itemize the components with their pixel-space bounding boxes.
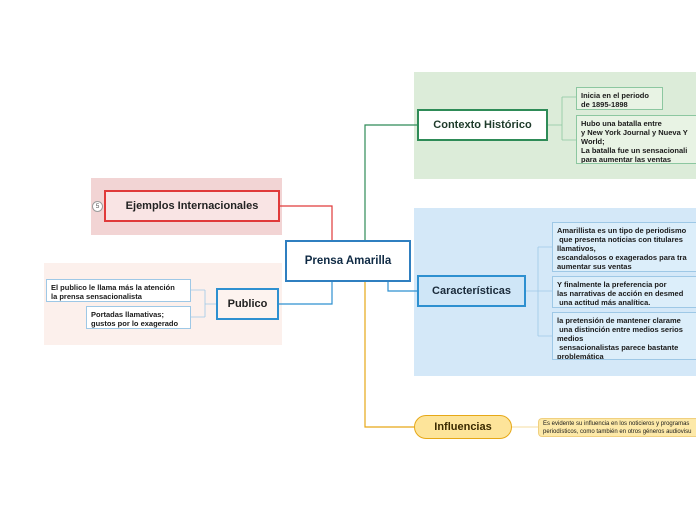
leaf-publico-portadas[interactable]: Portadas llamativas; gustos por lo exage… (86, 306, 191, 329)
connector-contexto-leaves (548, 96, 576, 141)
branch-contexto-historico[interactable]: Contexto Histórico (417, 109, 548, 141)
leaf-contexto-batalla[interactable]: Hubo una batalla entre y New York Journa… (576, 115, 696, 164)
collapsed-count-badge[interactable]: 5 (92, 201, 103, 212)
leaf-publico-atencion[interactable]: El publico le llama más la atención la p… (46, 279, 191, 302)
leaf-caracteristicas-preferencia[interactable]: Y finalmente la preferencia por las narr… (552, 276, 696, 308)
connector-publico (279, 282, 333, 305)
branch-publico[interactable]: Publico (216, 288, 279, 320)
leaf-influencias-evidente[interactable]: Es evidente su influencia en los noticie… (538, 418, 696, 437)
branch-ejemplos-internacionales[interactable]: Ejemplos Internacionales (104, 190, 280, 222)
central-node-label: Prensa Amarilla (304, 255, 392, 267)
branch-caracteristicas-label: Características (432, 285, 511, 297)
connector-caracteristicas (387, 282, 417, 292)
branch-ejemplos-internacionales-label: Ejemplos Internacionales (125, 200, 259, 212)
branch-influencias[interactable]: Influencias (414, 415, 512, 439)
connector-ejemplos (280, 205, 333, 240)
connector-caracteristicas-leaves (526, 246, 552, 337)
leaf-caracteristicas-pretension[interactable]: la pretensión de mantener clarame una di… (552, 312, 696, 360)
branch-contexto-historico-label: Contexto Histórico (433, 119, 532, 131)
connector-influencias (364, 282, 415, 428)
connector-publico-leaves (190, 289, 216, 318)
connector-contexto (364, 124, 417, 240)
leaf-contexto-periodo[interactable]: Inicia en el periodo de 1895-1898 (576, 87, 663, 110)
branch-caracteristicas[interactable]: Características (417, 275, 526, 307)
central-node[interactable]: Prensa Amarilla (285, 240, 411, 282)
branch-influencias-label: Influencias (434, 421, 492, 433)
leaf-caracteristicas-definicion[interactable]: Amarillista es un tipo de periodismo que… (552, 222, 696, 272)
branch-publico-label: Publico (227, 298, 268, 310)
